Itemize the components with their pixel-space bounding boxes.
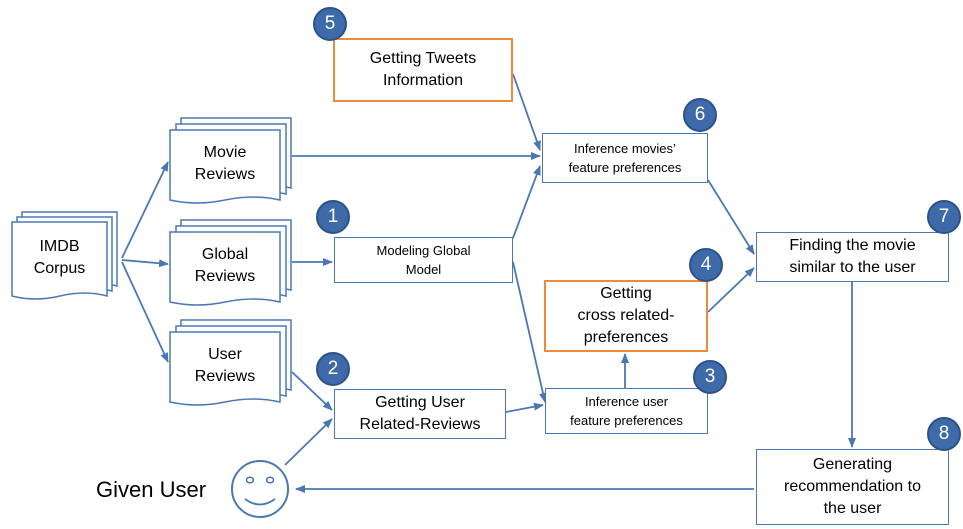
generating-recommendation-box: Generating recommendation to the user [756, 449, 949, 525]
cross-related-box: Getting cross related- preferences [544, 280, 708, 352]
movie-reviews-doc [169, 117, 292, 204]
modeling-global-box: Modeling Global Model [334, 237, 513, 283]
given-user-label: Given User [96, 477, 207, 502]
getting-user-related-box: Getting User Related-Reviews [334, 389, 506, 439]
generating-recommendation-label: Generating recommendation to the user [784, 456, 921, 517]
arrow-imdb-to-movie [121, 161, 169, 259]
step-badge-6: 6 [683, 98, 717, 132]
arrow-tweets-to-inference-movies [512, 73, 541, 151]
step-badge-5: 5 [313, 7, 347, 41]
imdb-corpus-doc [11, 211, 118, 300]
global-reviews-doc [169, 219, 292, 306]
arrow-inference-movies-to-finding [707, 179, 755, 255]
arrow-user-related-to-inference-user [505, 402, 544, 413]
step-badge-4: 4 [689, 248, 723, 282]
arrow-user-reviews-to-user-related [291, 371, 333, 411]
getting-tweets-label: Getting Tweets Information [369, 50, 477, 89]
inference-movies-box: Inference movies’ feature preferences [542, 133, 708, 183]
connectors [121, 73, 856, 493]
arrow-modeling-to-inference-user [512, 261, 547, 403]
arrow-imdb-to-user [121, 261, 169, 363]
inference-user-label: Inference user feature preferences [570, 394, 683, 428]
imdb-corpus-label: IMDB Corpus [33, 238, 86, 277]
given-user-smiley-icon [231, 460, 289, 518]
step-badge-7: 7 [927, 200, 961, 234]
arrow-imdb-to-global [121, 259, 169, 268]
getting-user-related-label: Getting User Related-Reviews [359, 394, 481, 433]
step-badge-1: 1 [316, 200, 350, 234]
arrow-cross-to-finding [707, 267, 755, 313]
cross-related-label: Getting cross related- preferences [577, 285, 675, 346]
user-reviews-doc [169, 319, 292, 406]
getting-tweets-box: Getting Tweets Information [333, 38, 513, 102]
inference-user-box: Inference user feature preferences [545, 388, 708, 434]
step-badge-2: 2 [316, 352, 350, 386]
finding-movie-box: Finding the movie similar to the user [756, 232, 949, 282]
step-badge-8: 8 [927, 417, 961, 451]
inference-movies-label: Inference movies’ feature preferences [568, 141, 682, 175]
finding-movie-label: Finding the movie similar to the user [789, 237, 916, 276]
global-reviews-label: Global Reviews [194, 246, 256, 285]
user-reviews-label: User Reviews [194, 346, 256, 385]
movie-reviews-label: Movie Reviews [194, 144, 256, 183]
arrow-user-to-user-related [284, 418, 333, 466]
step-badge-3: 3 [693, 360, 727, 394]
modeling-global-label: Modeling Global Model [376, 243, 471, 277]
arrow-modeling-to-inference-movies [512, 165, 541, 239]
